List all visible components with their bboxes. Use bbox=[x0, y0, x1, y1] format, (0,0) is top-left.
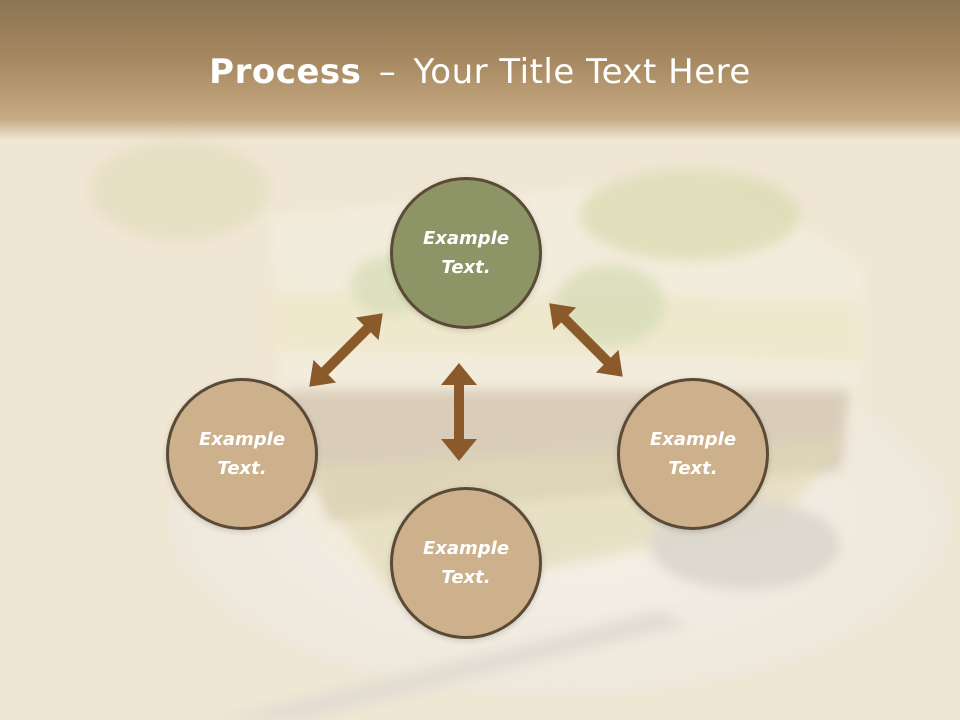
arrow-group bbox=[309, 303, 623, 461]
slide-title: Process – Your Title Text Here bbox=[0, 52, 960, 92]
node-left-text: Example Text. bbox=[198, 429, 286, 479]
node-bottom-text: Example Text. bbox=[422, 538, 510, 588]
node-left[interactable]: Example Text. bbox=[166, 378, 318, 530]
arrow-left-diagonal bbox=[309, 313, 383, 387]
title-bar bbox=[0, 0, 960, 140]
arrow-right-diagonal bbox=[549, 303, 623, 377]
title-separator: – bbox=[378, 52, 397, 92]
node-right[interactable]: Example Text. bbox=[617, 378, 769, 530]
node-right-text: Example Text. bbox=[649, 429, 737, 479]
node-bottom[interactable]: Example Text. bbox=[390, 487, 542, 639]
node-top-text: Example Text. bbox=[422, 228, 510, 278]
title-bold: Process bbox=[209, 52, 362, 92]
node-top[interactable]: Example Text. bbox=[390, 177, 542, 329]
arrow-vertical bbox=[441, 363, 477, 461]
title-text: Your Title Text Here bbox=[413, 52, 751, 92]
